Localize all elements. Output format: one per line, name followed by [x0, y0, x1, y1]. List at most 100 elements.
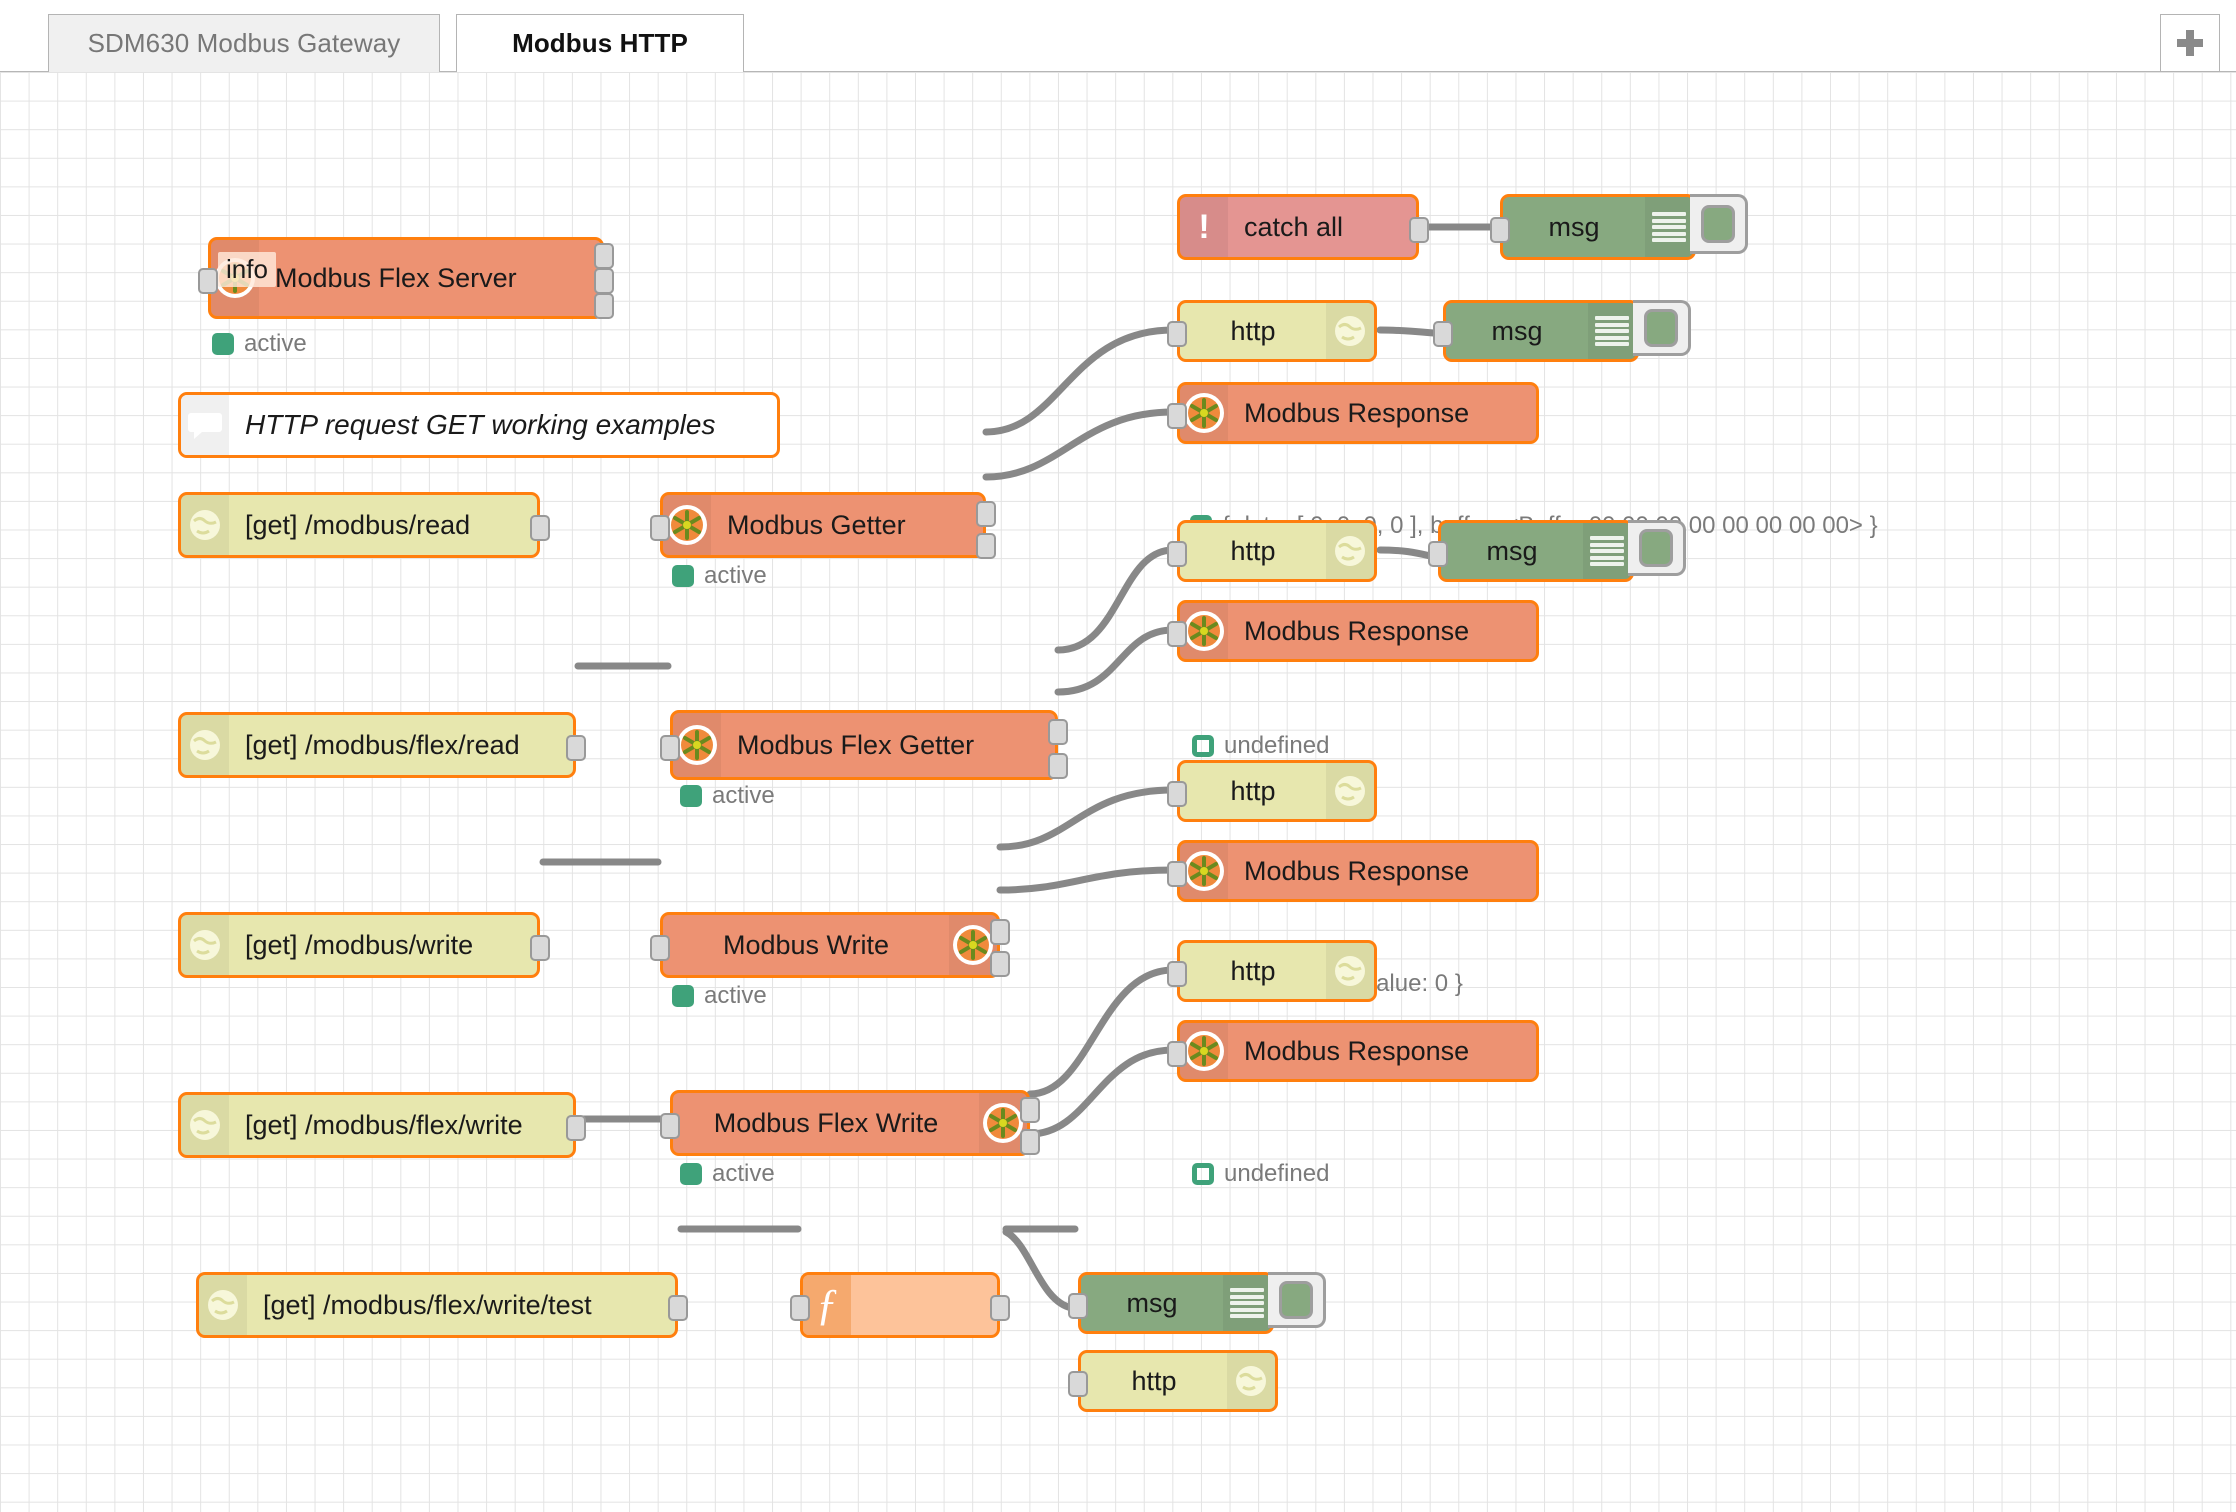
output-port-1[interactable] — [594, 243, 614, 269]
input-port[interactable] — [1428, 541, 1448, 567]
input-port[interactable] — [650, 515, 670, 541]
debug-bars-icon — [1223, 1275, 1271, 1331]
node-modbus-response-read[interactable]: Modbus Response — [1167, 382, 1539, 444]
wire-flexgetter-to-http — [1054, 546, 1177, 654]
node-debug-read[interactable]: msg — [1433, 300, 1691, 362]
tooltip-text: info — [226, 254, 268, 284]
node-http-response-test[interactable]: http — [1068, 1350, 1278, 1412]
input-port[interactable] — [1068, 1293, 1088, 1319]
node-comment-http-examples[interactable]: HTTP request GET working examples — [178, 392, 780, 458]
node-debug-flex-read[interactable]: msg — [1428, 520, 1686, 582]
debug-toggle-button[interactable] — [1690, 194, 1748, 254]
node-debug-catch[interactable]: msg — [1490, 194, 1748, 260]
input-port[interactable] — [660, 735, 680, 761]
input-port[interactable] — [1167, 403, 1187, 429]
output-port-2[interactable] — [1020, 1129, 1040, 1155]
input-port[interactable] — [1068, 1371, 1088, 1397]
tab-modbus-http[interactable]: Modbus HTTP — [456, 14, 744, 72]
modbus-flower-icon — [663, 495, 711, 555]
node-http-in-modbus-flex-read[interactable]: [get] /modbus/flex/read — [178, 712, 586, 778]
input-port[interactable] — [790, 1295, 810, 1321]
node-debug-test[interactable]: msg — [1068, 1272, 1326, 1334]
debug-toggle-button[interactable] — [1268, 1272, 1326, 1328]
wire-getter-to-http — [982, 326, 1177, 436]
node-modbus-response-write[interactable]: Modbus Response — [1167, 840, 1539, 902]
modbus-flower-icon — [1180, 1023, 1228, 1079]
status-modbus-response-flex-write: undefined — [1192, 1160, 1329, 1188]
wire-flexgetter-to-response — [1054, 626, 1177, 696]
node-http-in-modbus-read[interactable]: [get] /modbus/read — [178, 492, 550, 558]
input-port[interactable] — [1490, 217, 1510, 243]
output-port[interactable] — [566, 1115, 586, 1141]
node-http-in-modbus-write[interactable]: [get] /modbus/write — [178, 912, 550, 978]
output-port[interactable] — [530, 515, 550, 541]
output-port[interactable] — [530, 935, 550, 961]
tab-label: SDM630 Modbus Gateway — [87, 28, 401, 58]
output-port-2[interactable] — [990, 951, 1010, 977]
node-label: HTTP request GET working examples — [245, 409, 716, 440]
output-port-3[interactable] — [594, 293, 614, 319]
output-port[interactable] — [990, 1295, 1010, 1321]
status-text: active — [712, 1160, 775, 1187]
status-modbus-response-flex-read: undefined — [1192, 732, 1329, 760]
input-port[interactable] — [1167, 621, 1187, 647]
input-port[interactable] — [1167, 1041, 1187, 1067]
debug-toggle-button[interactable] — [1633, 300, 1691, 356]
node-label: Modbus Response — [1244, 615, 1470, 646]
function-f-icon: ƒ — [803, 1275, 851, 1335]
status-text: active — [704, 562, 767, 589]
node-label: [get] /modbus/read — [245, 509, 471, 540]
node-label: [get] /modbus/write — [245, 929, 474, 960]
output-port-1[interactable] — [1020, 1097, 1040, 1123]
node-http-response-write[interactable]: http — [1167, 760, 1377, 822]
node-modbus-response-flex-write[interactable]: Modbus Response — [1167, 1020, 1539, 1082]
wire-modbuswrite-to-http — [996, 786, 1177, 851]
node-modbus-getter[interactable]: Modbus Getter — [650, 492, 996, 559]
input-port[interactable] — [1167, 321, 1187, 347]
node-catch-all[interactable]: ! catch all — [1177, 194, 1429, 260]
node-modbus-flex-write[interactable]: Modbus Flex Write — [660, 1090, 1040, 1156]
output-port-1[interactable] — [1048, 719, 1068, 745]
output-port-2[interactable] — [976, 533, 996, 559]
node-label: msg — [1491, 315, 1543, 346]
debug-bars-icon — [1588, 303, 1636, 359]
node-http-response-flex-write[interactable]: http — [1167, 940, 1377, 1002]
node-label: Modbus Response — [1244, 855, 1470, 886]
output-port-1[interactable] — [976, 501, 996, 527]
node-label: Modbus Response — [1244, 1035, 1470, 1066]
input-port[interactable] — [1167, 781, 1187, 807]
output-port[interactable] — [566, 735, 586, 761]
node-http-in-flex-write-test[interactable]: [get] /modbus/flex/write/test — [196, 1272, 688, 1338]
modbus-flower-icon — [1180, 843, 1228, 899]
node-http-response-read[interactable]: http — [1167, 300, 1377, 362]
input-port[interactable] — [660, 1113, 680, 1139]
globe-icon — [199, 1275, 247, 1335]
input-port[interactable] — [1167, 961, 1187, 987]
node-label: http — [1230, 775, 1276, 806]
flow-canvas[interactable]: Modbus Flex Server active info ! catch a… — [0, 72, 2236, 1512]
input-port[interactable] — [650, 935, 670, 961]
status-text: active — [704, 982, 767, 1009]
node-label: msg — [1548, 211, 1600, 242]
node-modbus-write[interactable]: Modbus Write — [650, 912, 1010, 978]
node-http-response-flex-read[interactable]: http — [1167, 520, 1377, 582]
output-port-2[interactable] — [594, 268, 614, 294]
node-label: msg — [1486, 535, 1538, 566]
node-modbus-response-flex-read[interactable]: Modbus Response — [1167, 600, 1539, 662]
output-port-1[interactable] — [990, 919, 1010, 945]
input-port[interactable] — [1167, 861, 1187, 887]
output-port-2[interactable] — [1048, 753, 1068, 779]
node-modbus-flex-getter[interactable]: Modbus Flex Getter — [660, 710, 1068, 780]
debug-toggle-button[interactable] — [1628, 520, 1686, 576]
add-flow-tab-button[interactable] — [2160, 14, 2220, 72]
input-port[interactable] — [1433, 321, 1453, 347]
input-port[interactable] — [198, 268, 218, 294]
globe-icon — [1227, 1353, 1275, 1409]
node-function[interactable]: ƒ — [790, 1272, 1010, 1338]
output-port[interactable] — [1409, 217, 1429, 243]
output-port[interactable] — [668, 1295, 688, 1321]
node-http-in-modbus-flex-write[interactable]: [get] /modbus/flex/write — [178, 1092, 586, 1158]
tab-sdm630-modbus-gateway[interactable]: SDM630 Modbus Gateway — [48, 14, 440, 72]
input-port[interactable] — [1167, 541, 1187, 567]
